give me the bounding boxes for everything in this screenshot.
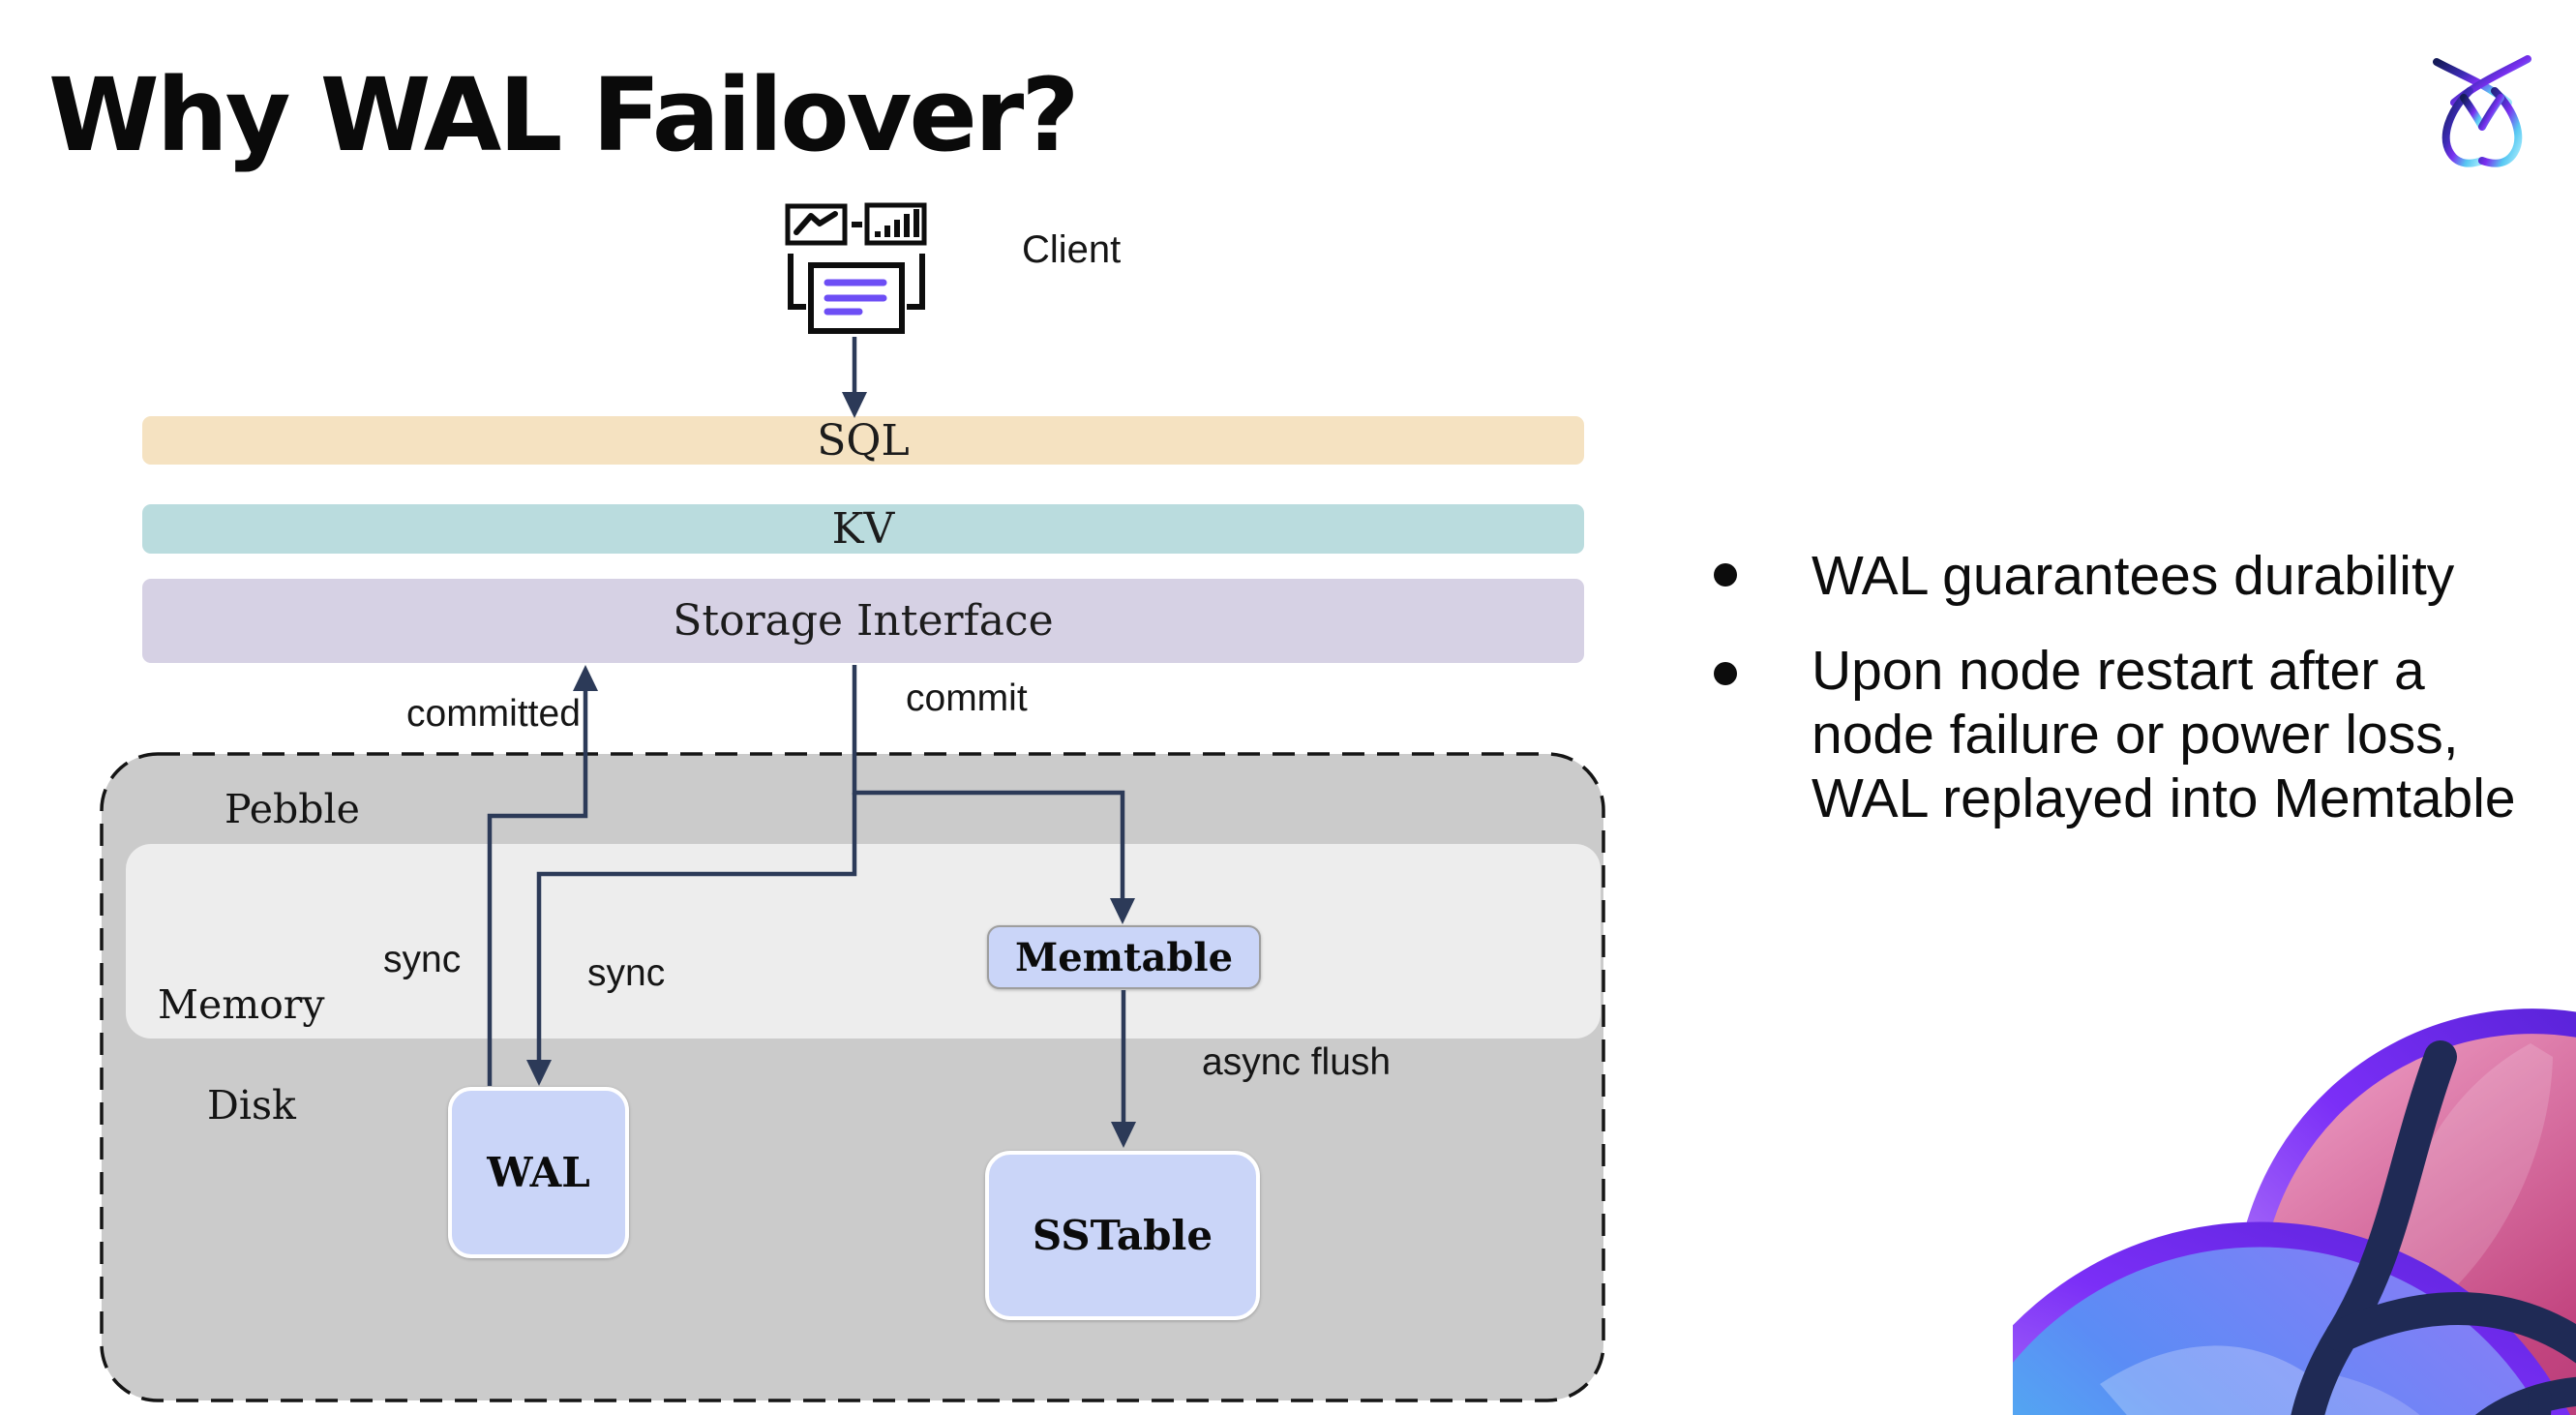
- async-flush-edge-label: async flush: [1202, 1041, 1392, 1083]
- sync-right-edge-label: sync: [587, 952, 666, 994]
- memtable-box-label: Memtable: [1014, 934, 1234, 980]
- dash-connector: [852, 222, 862, 227]
- arrowhead-async-flush: [1111, 1122, 1136, 1148]
- bracket-icons: [788, 254, 925, 310]
- wal-box-label: WAL: [487, 1149, 590, 1196]
- sync-left-edge-label: sync: [383, 939, 462, 980]
- commit-edge-label: commit: [906, 677, 1028, 719]
- bullet-replay-line2: node failure or power loss,: [1812, 704, 2459, 766]
- document-icon: [808, 262, 905, 334]
- bullet-replay-line1: Upon node restart after a: [1812, 640, 2425, 702]
- arrowhead-sync: [526, 1060, 552, 1086]
- memory-label: Memory: [158, 981, 325, 1028]
- bullet-dot: [1714, 662, 1737, 685]
- wal-box: WAL: [448, 1087, 629, 1258]
- bullet-replay-line3: WAL replayed into Memtable: [1812, 768, 2516, 829]
- layer-storage-label: Storage Interface: [673, 596, 1054, 646]
- layer-bar-sql: SQL: [142, 415, 1584, 466]
- sstable-box-label: SSTable: [1032, 1212, 1213, 1259]
- layer-bar-storage-interface: Storage Interface: [142, 579, 1584, 663]
- sstable-box: SSTable: [985, 1151, 1260, 1320]
- cockroachdb-brand-art: [2013, 1009, 2576, 1415]
- client-devices-icon: [785, 202, 927, 334]
- bullet-item-durability: WAL guarantees durability: [1812, 545, 2455, 607]
- layer-sql-label: SQL: [817, 415, 910, 466]
- pebble-label: Pebble: [225, 786, 360, 832]
- cockroachdb-logo-icon: [2433, 55, 2531, 167]
- memory-band: [126, 844, 1601, 1039]
- arrowhead-committed: [573, 665, 598, 691]
- page-title: Why WAL Failover?: [48, 56, 1080, 174]
- layer-bar-kv: KV: [142, 504, 1584, 554]
- line-chart-icon: [785, 203, 848, 246]
- arrowhead-client: [842, 392, 867, 418]
- memtable-box: Memtable: [987, 925, 1261, 989]
- layer-kv-label: KV: [831, 504, 895, 554]
- committed-edge-label: committed: [406, 693, 581, 735]
- disk-label: Disk: [207, 1082, 296, 1129]
- bullet-dot: [1714, 563, 1737, 587]
- bar-chart-icon: [864, 202, 927, 246]
- client-label: Client: [1022, 228, 1122, 271]
- bullet-item-replay: Upon node restart after a node failure o…: [1812, 639, 2516, 830]
